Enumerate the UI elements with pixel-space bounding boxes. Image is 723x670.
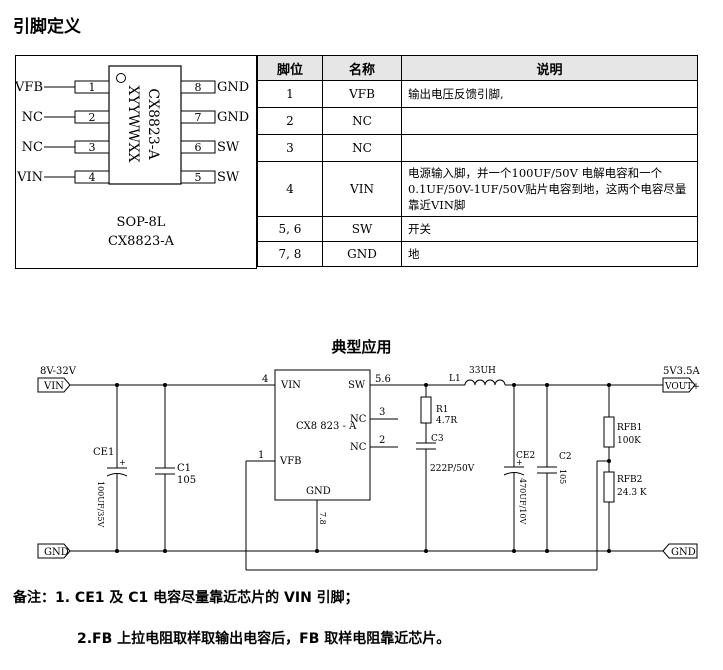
r1-value: 4.7R bbox=[436, 416, 457, 426]
c3-value: 222P/50V bbox=[430, 464, 475, 474]
chip-body bbox=[108, 65, 182, 185]
table-row: 2 NC bbox=[257, 107, 698, 135]
l1-name: L1 bbox=[449, 374, 461, 384]
ic-pin-nc2: NC bbox=[350, 442, 367, 453]
c1-name: C1 bbox=[177, 463, 191, 474]
rfb1-name: RFB1 bbox=[617, 423, 642, 433]
page-title: 引脚定义 bbox=[13, 17, 81, 37]
c2-name: C2 bbox=[559, 452, 572, 462]
c1-value: 105 bbox=[177, 475, 196, 486]
rfb1-value: 100K bbox=[617, 436, 641, 446]
rfb2-name: RFB2 bbox=[617, 475, 642, 485]
part-label: CX8823-A bbox=[108, 234, 175, 249]
svg-text:+: + bbox=[119, 458, 126, 467]
svg-text:3: 3 bbox=[89, 141, 96, 154]
ic-body bbox=[274, 369, 371, 501]
chip-marking-2: XYYWWXX bbox=[125, 85, 141, 162]
svg-text:1: 1 bbox=[89, 81, 96, 94]
application-schematic: 8V-32V VIN GND GND 5V3.5A VOUT+ CE1 + 10… bbox=[37, 366, 700, 571]
note-line-2: 2.FB 上拉电阻取样取输出电容后，FB 取样电阻靠近芯片。 bbox=[77, 631, 451, 647]
ce1-value: 100UF/35V bbox=[96, 481, 105, 527]
ic-pin-gnd: GND bbox=[306, 486, 331, 497]
note-line-1: 备注：1. CE1 及 C1 电容尽量靠近芯片的 VIN 引脚； bbox=[13, 590, 359, 606]
svg-text:SW: SW bbox=[217, 140, 240, 155]
svg-text:NC: NC bbox=[22, 110, 43, 125]
ic-label: CX8 823 - A bbox=[296, 421, 357, 432]
svg-text:GND: GND bbox=[217, 110, 249, 125]
table-row: 3 NC bbox=[257, 134, 698, 162]
svg-text:5: 5 bbox=[195, 171, 202, 184]
ic-pin-sw-num: 5.6 bbox=[375, 374, 391, 385]
gnd-port-left-label: GND bbox=[44, 547, 69, 558]
svg-text:2: 2 bbox=[89, 111, 96, 124]
svg-text:6: 6 bbox=[195, 141, 202, 154]
right-pin-5: 5 SW bbox=[180, 170, 240, 185]
pin-table-header: 脚位 名称 说明 bbox=[257, 55, 698, 81]
vout-port-icon bbox=[662, 377, 696, 393]
header-pin: 脚位 bbox=[257, 55, 323, 81]
l1-value: 33UH bbox=[469, 366, 496, 376]
ic-pin-vfb: VFB bbox=[279, 456, 302, 467]
right-pin-8: 8 GND bbox=[180, 80, 249, 95]
application-title: 典型应用 bbox=[331, 338, 392, 356]
vin-port-icon bbox=[37, 377, 71, 393]
svg-text:4: 4 bbox=[89, 171, 96, 184]
left-pin-4: VIN 4 bbox=[16, 170, 110, 185]
package-label: SOP-8L bbox=[117, 215, 166, 230]
gnd-port-left-icon bbox=[37, 543, 71, 559]
ic-pin-nc2-num: 2 bbox=[379, 435, 385, 446]
svg-text:VIN: VIN bbox=[16, 170, 43, 185]
table-row: 5, 6 SW 开关 bbox=[257, 216, 698, 242]
svg-text:NC: NC bbox=[22, 140, 43, 155]
svg-text:7: 7 bbox=[195, 111, 202, 124]
left-pin-1: VFB 1 bbox=[14, 80, 110, 95]
pin-table: 脚位 名称 说明 1 VFB 输出电压反馈引脚, 2 NC 3 NC 4 VIN… bbox=[257, 55, 698, 267]
c3-name: C3 bbox=[431, 434, 444, 444]
table-row: 7, 8 GND 地 bbox=[257, 241, 698, 267]
svg-text:SW: SW bbox=[217, 170, 240, 185]
r1-name: R1 bbox=[436, 405, 449, 415]
ce2-name: CE2 bbox=[516, 451, 535, 461]
input-voltage-label: 8V-32V bbox=[40, 366, 77, 377]
ic-pin-vfb-num: 1 bbox=[258, 450, 264, 461]
svg-text:VFB: VFB bbox=[16, 80, 43, 95]
ic-pin-sw: SW bbox=[348, 380, 366, 391]
output-voltage-label: 5V3.5A bbox=[663, 366, 700, 377]
ic-pin-nc1: NC bbox=[350, 414, 367, 425]
ic-pin-vin-num: 4 bbox=[262, 374, 268, 385]
inductor-icon bbox=[464, 379, 506, 386]
vout-port-label: VOUT+ bbox=[664, 382, 700, 392]
table-row: 1 VFB 输出电压反馈引脚, bbox=[257, 80, 698, 108]
svg-text:GND: GND bbox=[217, 80, 249, 95]
gnd-port-right-icon bbox=[662, 543, 698, 559]
right-pin-6: 6 SW bbox=[180, 140, 240, 155]
left-pin-3: NC 3 bbox=[22, 140, 110, 155]
table-row: 4 VIN 电源输入脚，并一个100UF/50V 电解电容和一个0.1UF/50… bbox=[257, 161, 698, 217]
ce2-value: 470UF/10V bbox=[518, 478, 527, 524]
rfb2-value: 24.3 K bbox=[617, 488, 647, 498]
ic-pin-nc1-num: 3 bbox=[379, 407, 385, 418]
ce1-name: CE1 bbox=[93, 447, 114, 458]
c2-value: 105 bbox=[558, 469, 567, 484]
svg-text:8: 8 bbox=[195, 81, 202, 94]
ic-pin-vin: VIN bbox=[280, 380, 301, 391]
right-pin-7: 7 GND bbox=[180, 110, 249, 125]
ic-pin-gnd-num: 7.8 bbox=[318, 512, 327, 525]
vin-port-label: VIN bbox=[43, 381, 64, 392]
svg-text:+: + bbox=[516, 458, 523, 467]
pinout-diagram: CX8823-A XYYWWXX VFB 1 NC 2 NC 3 VIN 4 bbox=[14, 55, 257, 269]
header-desc: 说明 bbox=[401, 55, 698, 81]
pinout-svg: CX8823-A XYYWWXX VFB 1 NC 2 NC 3 VIN 4 bbox=[14, 65, 249, 249]
gnd-port-right-label: GND bbox=[671, 547, 696, 558]
chip-marking-1: CX8823-A bbox=[145, 88, 161, 160]
pin1-dot-icon bbox=[116, 73, 126, 83]
header-name: 名称 bbox=[322, 55, 402, 81]
